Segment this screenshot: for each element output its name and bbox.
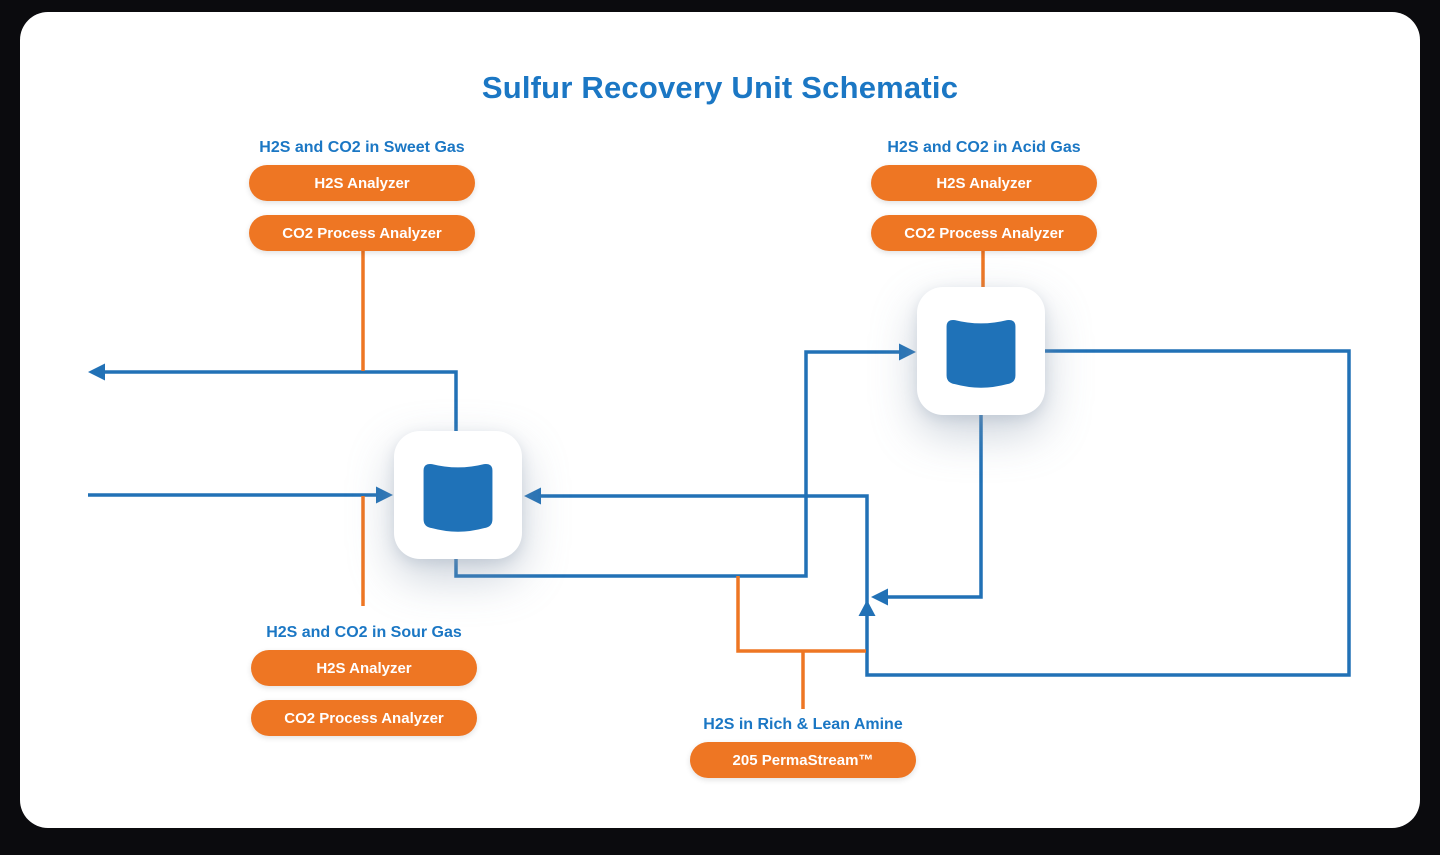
sour-gas-group: H2S and CO2 in Sour Gas H2S Analyzer CO2… <box>251 622 477 736</box>
absorber-tank <box>394 431 522 559</box>
h2s-analyzer-button[interactable]: H2S Analyzer <box>249 165 475 201</box>
permastream-button[interactable]: 205 PermaStream™ <box>690 742 916 778</box>
schematic-card: Sulfur Recovery Unit Schematic <box>20 12 1420 828</box>
stream-label: H2S and CO2 in Sour Gas <box>266 624 462 641</box>
stream-label: H2S and CO2 in Sweet Gas <box>259 139 465 156</box>
stream-label: H2S and CO2 in Acid Gas <box>887 139 1081 156</box>
stream-label: H2S in Rich & Lean Amine <box>703 716 903 733</box>
co2-process-analyzer-button[interactable]: CO2 Process Analyzer <box>249 215 475 251</box>
tank-cylinder-icon <box>946 319 1016 388</box>
amine-group: H2S in Rich & Lean Amine 205 PermaStream… <box>690 714 916 778</box>
h2s-analyzer-button[interactable]: H2S Analyzer <box>251 650 477 686</box>
co2-process-analyzer-button[interactable]: CO2 Process Analyzer <box>871 215 1097 251</box>
page-title: Sulfur Recovery Unit Schematic <box>481 70 959 105</box>
acid-gas-group: H2S and CO2 in Acid Gas H2S Analyzer CO2… <box>871 137 1097 251</box>
co2-process-analyzer-button[interactable]: CO2 Process Analyzer <box>251 700 477 736</box>
h2s-analyzer-button[interactable]: H2S Analyzer <box>871 165 1097 201</box>
regenerator-tank <box>917 287 1045 415</box>
tank-cylinder-icon <box>423 463 493 532</box>
sweet-gas-group: H2S and CO2 in Sweet Gas H2S Analyzer CO… <box>249 137 475 251</box>
